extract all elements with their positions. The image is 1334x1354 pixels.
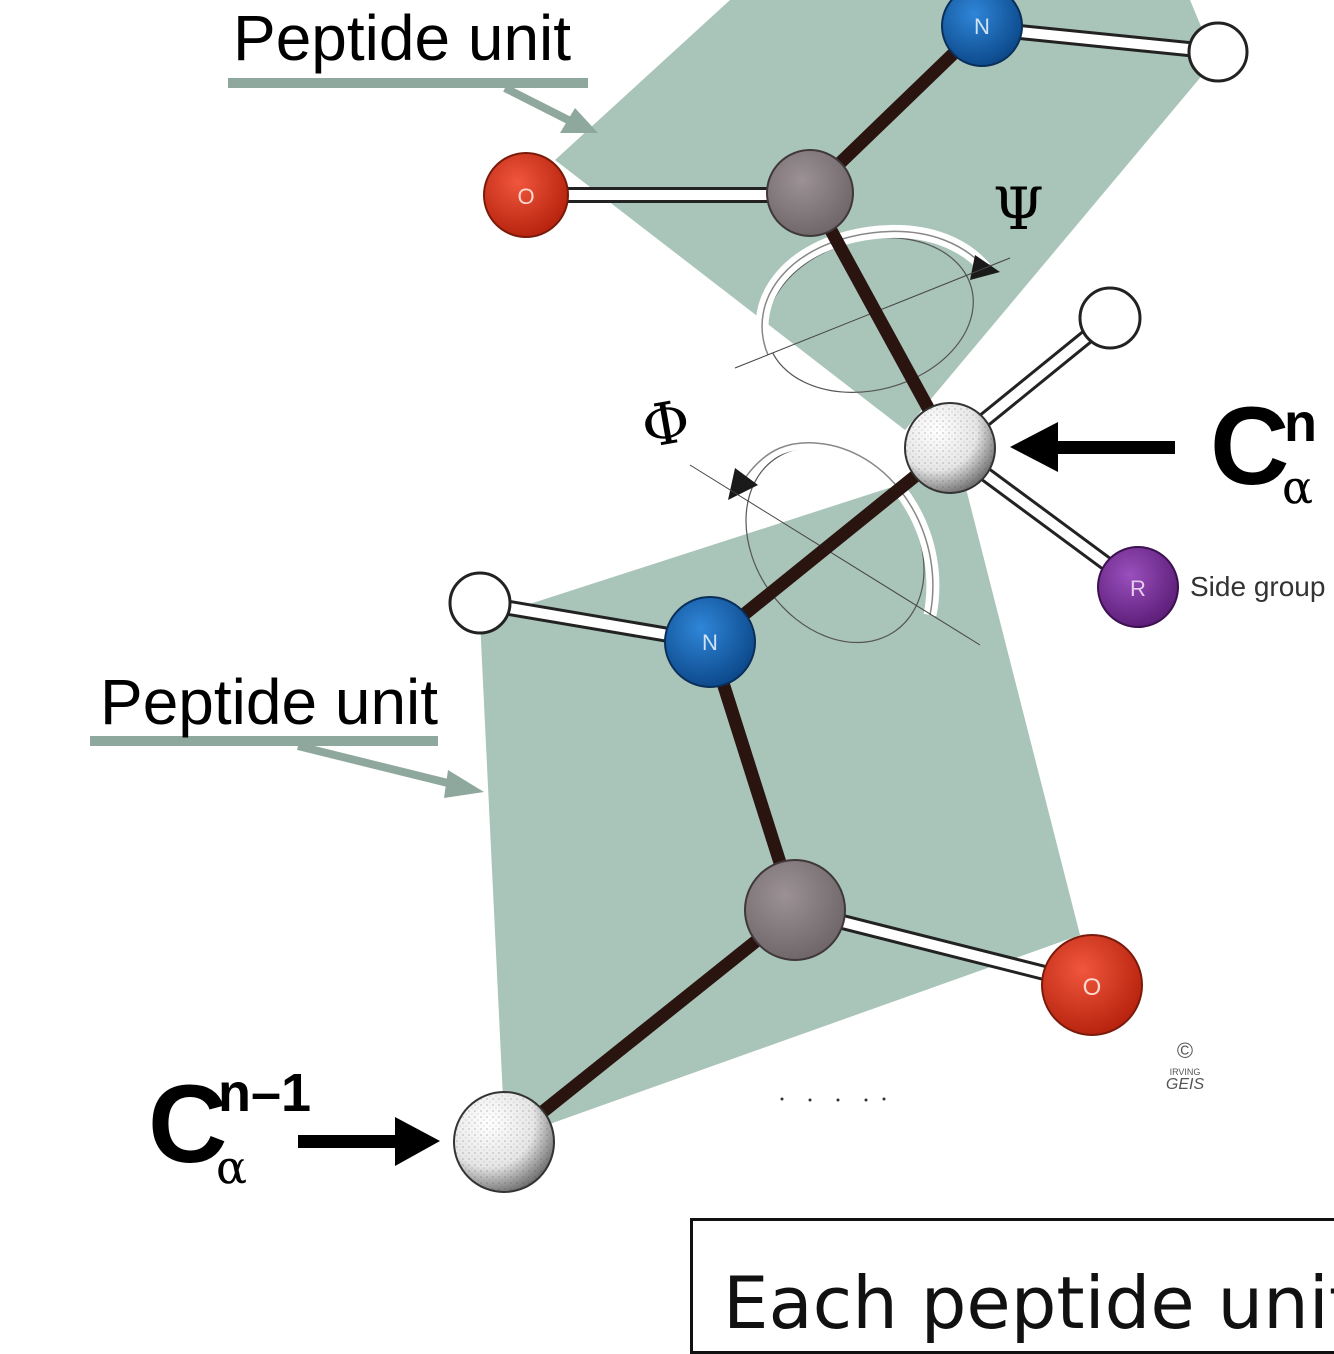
atom-oxygen-top: O xyxy=(483,152,569,238)
calpha-n-sub: α xyxy=(1282,460,1314,514)
calpha-n-minus-1-base: C xyxy=(148,1063,227,1186)
peptide-label-pointer-bottom xyxy=(90,736,484,798)
peptide-unit-label-bottom: Peptide unit xyxy=(100,666,439,738)
calpha-n-minus-1-arrow xyxy=(298,1117,440,1166)
atom-label-o-bottom: O xyxy=(1083,974,1102,1001)
copyright-credit: © IRVING GEIS xyxy=(1160,1040,1210,1093)
side-group-label: Side group xyxy=(1190,571,1326,602)
peptide-unit-label-top: Peptide unit xyxy=(233,2,572,74)
calpha-n-minus-1-sup: n–1 xyxy=(218,1063,312,1123)
psi-label: Ψ xyxy=(993,175,1044,243)
calpha-n-label: C n α xyxy=(1210,392,1317,511)
atom-label-n-bottom: N xyxy=(702,630,718,655)
backbone-bonds xyxy=(498,21,987,1149)
credit-line-1: IRVING xyxy=(1169,1067,1201,1077)
atom-r-group: R xyxy=(1097,546,1179,628)
atom-label-r: R xyxy=(1130,576,1146,601)
calpha-n-minus-1-label: C n–1 α xyxy=(148,1066,311,1190)
peptide-label-pointer-top xyxy=(228,78,598,133)
calpha-n-base: C xyxy=(1210,385,1289,508)
peptide-plane-bottom xyxy=(480,465,1080,1140)
credit-line-2: GEIS xyxy=(1165,1076,1205,1093)
copyright-symbol: © xyxy=(1176,1038,1194,1063)
caption-text: Each peptide unit xyxy=(723,1261,1334,1345)
peptide-plane-top xyxy=(555,0,1215,430)
calpha-n-arrow xyxy=(1010,422,1175,472)
atom-calpha-n xyxy=(904,402,996,494)
atom-hydrogen-top xyxy=(1187,21,1249,83)
atom-label-o-top: O xyxy=(517,184,534,209)
atom-nitrogen-bottom: N xyxy=(664,596,756,688)
atom-hydrogen-bottom xyxy=(448,571,512,635)
phi-label: Φ xyxy=(636,386,696,462)
atom-calpha-n-minus-1 xyxy=(453,1091,555,1193)
dotted-mark xyxy=(780,1097,886,1102)
calpha-n-minus-1-sub: α xyxy=(216,1140,248,1194)
atom-carbon-bottom xyxy=(744,859,846,961)
atom-oxygen-bottom: O xyxy=(1041,934,1143,1036)
atom-carbon-top xyxy=(766,149,854,237)
atom-hydrogen-alpha xyxy=(1078,286,1142,350)
calpha-n-sup: n xyxy=(1284,393,1317,453)
atom-nitrogen-top: N xyxy=(941,0,1023,67)
atom-label-n-top: N xyxy=(974,14,990,39)
